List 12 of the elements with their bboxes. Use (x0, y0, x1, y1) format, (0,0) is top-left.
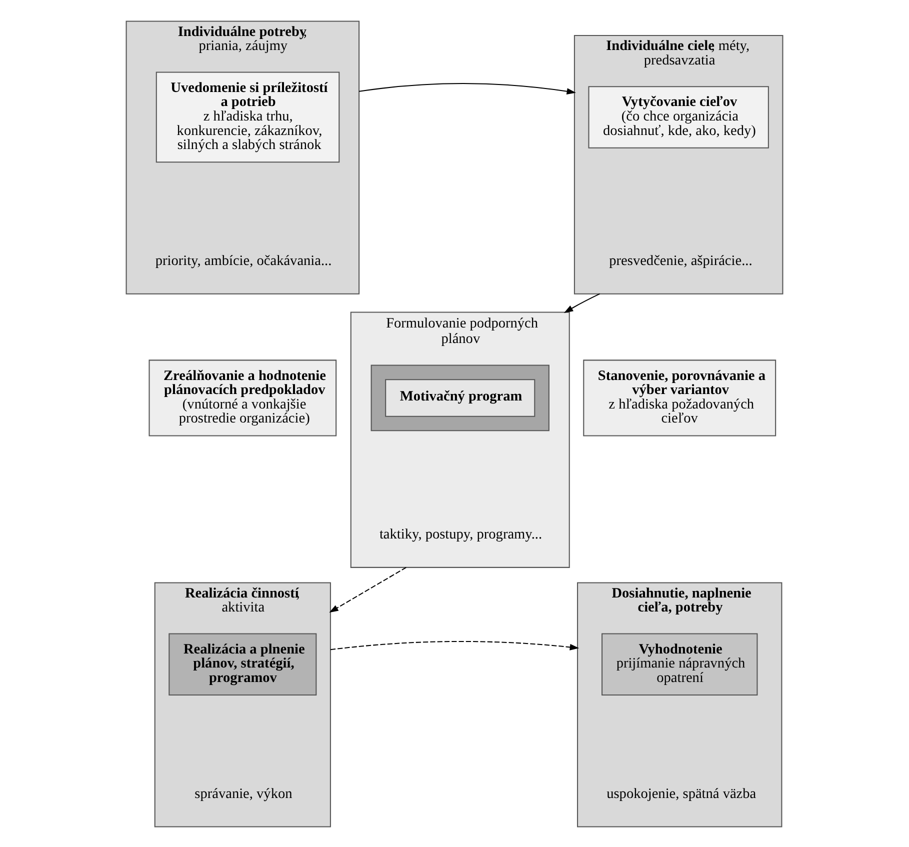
arrow (564, 292, 600, 312)
arrow (329, 566, 406, 612)
node-box: Vytyčovanie cieľov (čo chce organizácia dosiahnuť, kde, ako, kedy) (588, 86, 769, 148)
node-box: Zreálňovanie a hodnotenie plánovacích predpokladov (vnútorné a vonkajšie prostredie organizácie) (148, 359, 337, 436)
node-box: Motivačný program (385, 378, 536, 416)
node-box: Realizácia a plnenie plánov, stratégií, programov (168, 632, 317, 696)
arrow (358, 82, 576, 94)
node-box: Vyhodnotenie prijímanie nápravných opatrení (602, 632, 758, 696)
node-box: Stanovenie, porovnávanie a výber variantov z hľadiska požadovaných cieľov (583, 359, 776, 436)
arrow (330, 640, 580, 650)
cluster (370, 364, 550, 431)
node-box: Uvedomenie si príležitostí a potrieb z hľadiska trhu, konkurencie, zákazníkov, silných a slabých stránok (156, 71, 340, 162)
